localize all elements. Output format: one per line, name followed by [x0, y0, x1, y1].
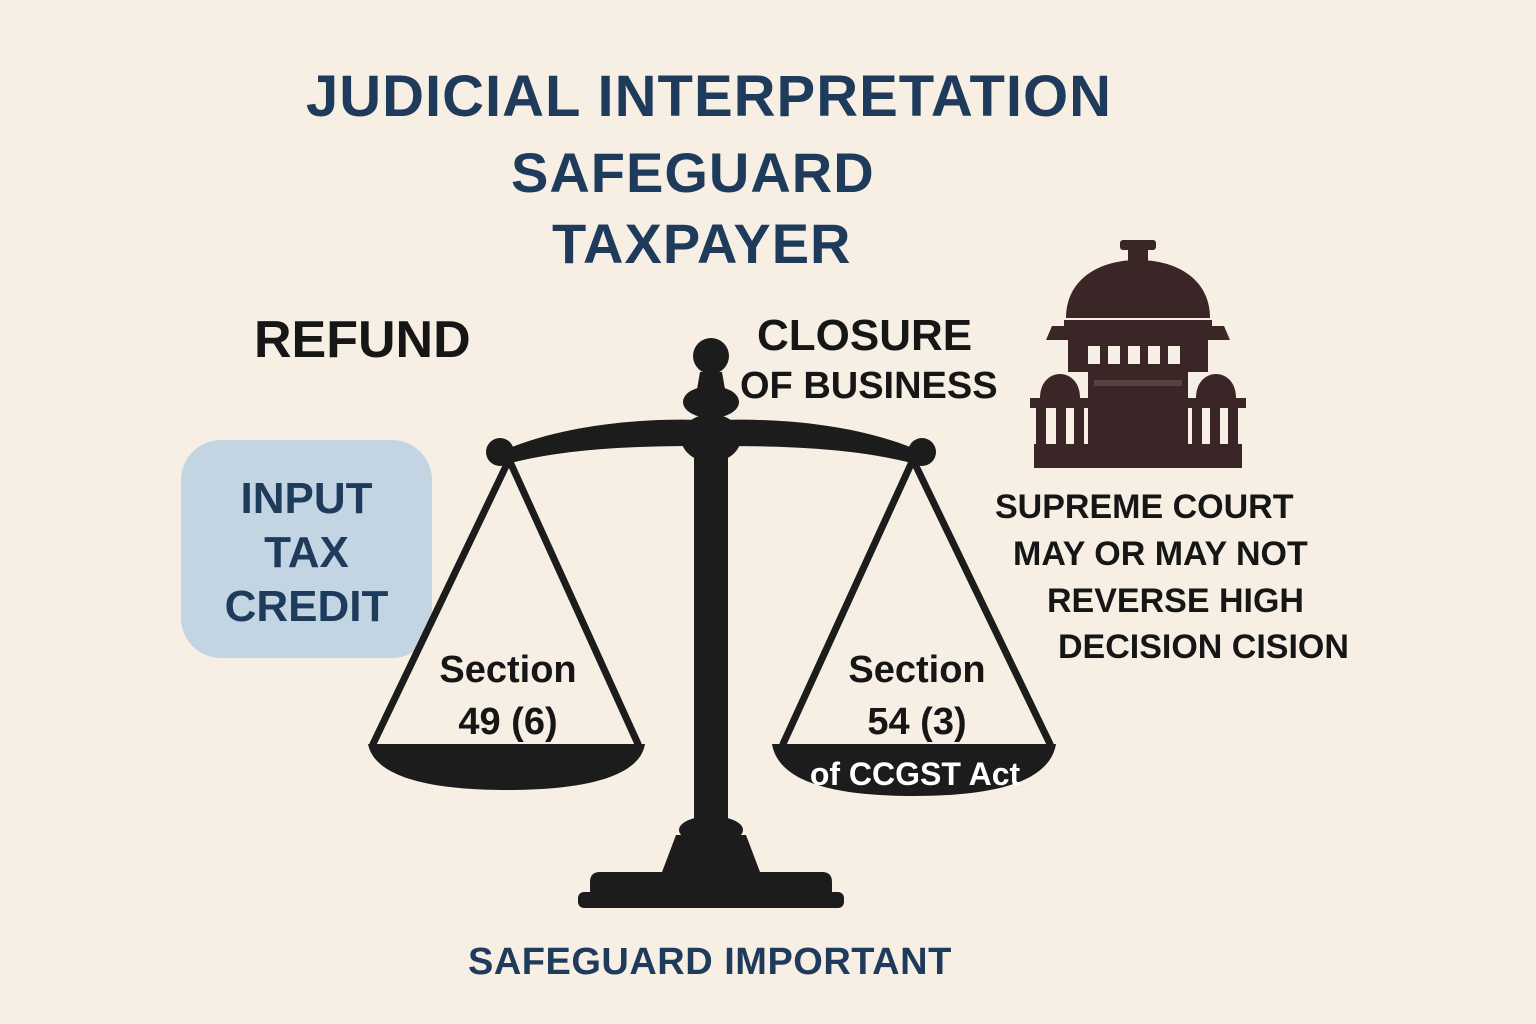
title-line-3: TAXPAYER — [552, 212, 852, 275]
input-tax-credit-line2: TAX — [264, 528, 349, 577]
left-pan-section-number: 49 (6) — [458, 701, 558, 743]
input-tax-credit-box — [181, 440, 432, 658]
closure-label-line2: OF BUSINESS — [740, 365, 998, 407]
refund-label: REFUND — [254, 311, 471, 369]
closure-label-line1: CLOSURE — [757, 311, 973, 360]
input-tax-credit-line3: CREDIT — [224, 582, 389, 631]
supreme-court-line4: DECISION CISION — [1058, 628, 1349, 666]
supreme-court-building-icon — [1030, 240, 1246, 468]
left-pan-section-label: Section — [439, 649, 577, 691]
input-tax-credit-line1: INPUT — [240, 474, 373, 523]
supreme-court-line3: REVERSE HIGH — [1047, 582, 1304, 620]
supreme-court-line2: MAY OR MAY NOT — [1013, 535, 1308, 573]
right-pan-section-label: Section — [848, 649, 986, 691]
footer-caption: SAFEGUARD IMPORTANT — [468, 941, 952, 983]
title-line-1: JUDICIAL INTERPRETATION — [306, 64, 1113, 129]
supreme-court-line1: SUPREME COURT — [995, 488, 1294, 526]
title-line-2: SAFEGUARD — [511, 141, 875, 204]
right-pan-act-label: of CCGST Act — [809, 756, 1021, 792]
right-pan-section-number: 54 (3) — [867, 701, 967, 743]
